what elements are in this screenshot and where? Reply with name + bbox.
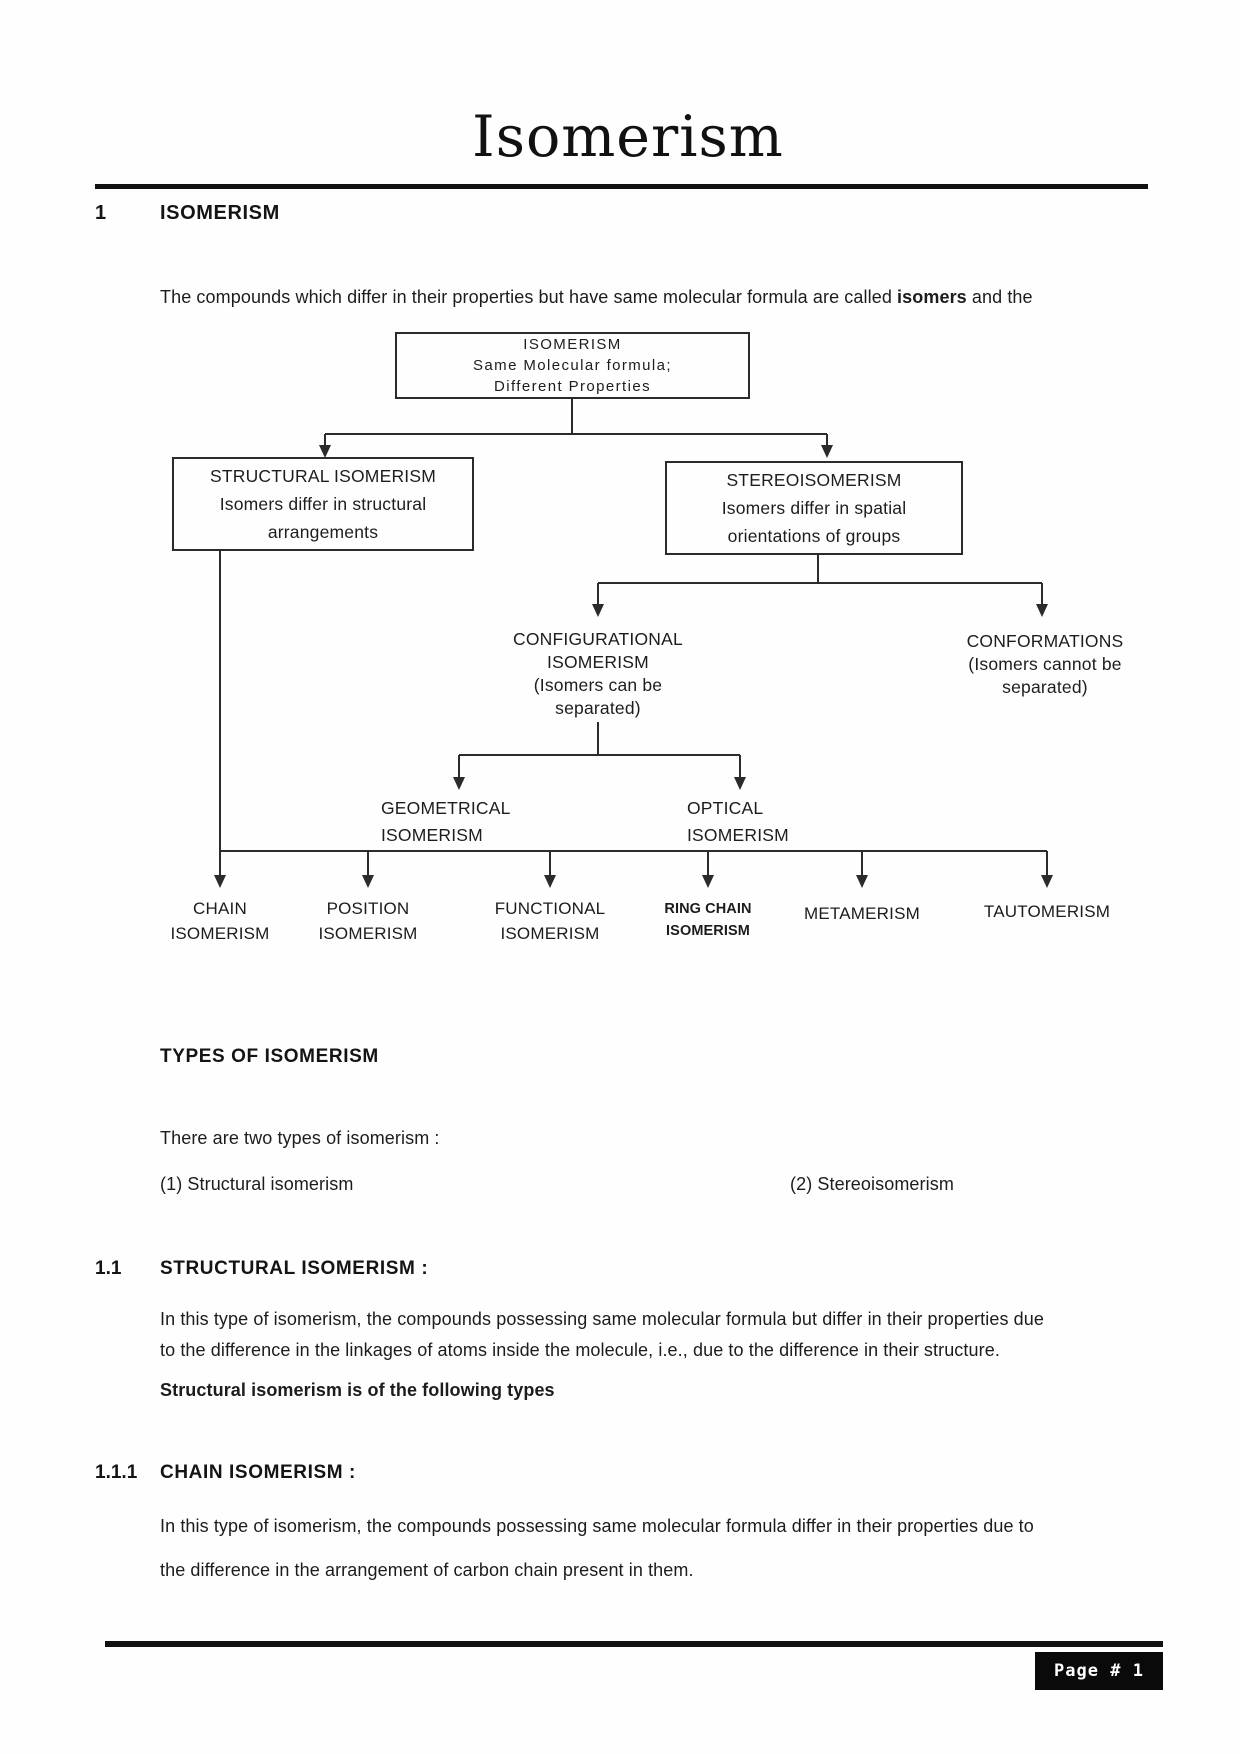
- flow-leaf-ring-chain: RING CHAIN ISOMERISM: [633, 898, 783, 942]
- flow-leaf-chain: CHAIN ISOMERISM: [145, 896, 295, 946]
- section-1-1-bold-note: Structural isomerism is of the following…: [160, 1380, 555, 1400]
- structural-line2: Isomers differ in structural: [219, 494, 427, 514]
- section-1-1-heading: STRUCTURAL ISOMERISM :: [160, 1258, 429, 1279]
- functional-line2: ISOMERISM: [500, 924, 600, 943]
- flow-leaf-tautomerism: TAUTOMERISM: [972, 899, 1122, 924]
- arrowhead-optical: [734, 777, 746, 790]
- section-1-1-1-para-line2: the difference in the arrangement of car…: [160, 1560, 694, 1580]
- stereo-line1: STEREOISOMERISM: [726, 470, 902, 490]
- conformations-line3: separated): [1002, 677, 1088, 697]
- section-1-1-1-heading: CHAIN ISOMERISM :: [160, 1462, 356, 1483]
- flow-box-isomerism-root: ISOMERISM Same Molecular formula; Differ…: [395, 332, 750, 399]
- stereo-line2: Isomers differ in spatial: [721, 498, 907, 518]
- types-item-stereo: (2) Stereoisomerism: [790, 1174, 954, 1194]
- section-1-1-para-line1: In this type of isomerism, the compounds…: [160, 1309, 1044, 1329]
- geometrical-line1: GEOMETRICAL: [381, 798, 511, 818]
- structural-line3: arrangements: [267, 522, 379, 542]
- arrowhead-functional: [544, 875, 556, 888]
- flow-label-geometrical: GEOMETRICAL ISOMERISM: [381, 795, 511, 849]
- root-line3: Different Properties: [494, 378, 651, 395]
- section-1-1-para-line2: to the difference in the linkages of ato…: [160, 1340, 1000, 1360]
- flow-label-conformations: CONFORMATIONS (Isomers cannot be separat…: [925, 630, 1165, 699]
- geometrical-line2: ISOMERISM: [381, 825, 483, 845]
- conformations-line1: CONFORMATIONS: [966, 631, 1124, 651]
- root-line2: Same Molecular formula;: [473, 357, 672, 374]
- header-rule: [95, 184, 1148, 189]
- metamerism-line1: METAMERISM: [804, 904, 920, 923]
- arrowhead-stereo: [821, 445, 833, 458]
- ringchain-line1: RING CHAIN: [664, 901, 752, 917]
- intro-paragraph: The compounds which differ in their prop…: [160, 287, 1033, 308]
- arrowhead-ringchain: [702, 875, 714, 888]
- structural-line1: STRUCTURAL ISOMERISM: [209, 466, 436, 486]
- footer-rule: [105, 1641, 1163, 1647]
- section-1-1-1-para-line1: In this type of isomerism, the compounds…: [160, 1516, 1034, 1536]
- arrowhead-conformations: [1036, 604, 1048, 617]
- position-line2: ISOMERISM: [318, 924, 418, 943]
- section-1-1-number: 1.1: [95, 1258, 122, 1279]
- conformations-line2: (Isomers cannot be: [968, 654, 1122, 674]
- types-intro: There are two types of isomerism :: [160, 1128, 440, 1148]
- arrowhead-chain: [214, 875, 226, 888]
- arrowhead-tautomerism: [1041, 875, 1053, 888]
- types-item-structural: (1) Structural isomerism: [160, 1174, 354, 1194]
- configurational-line3: (Isomers can be: [533, 675, 663, 695]
- intro-text-bold: isomers: [897, 287, 967, 307]
- optical-line1: OPTICAL: [687, 798, 764, 818]
- tautomerism-line1: TAUTOMERISM: [983, 902, 1111, 921]
- flow-box-structural-isomerism: STRUCTURAL ISOMERISM Isomers differ in s…: [172, 457, 474, 551]
- arrowhead-metamerism: [856, 875, 868, 888]
- ringchain-line2: ISOMERISM: [666, 923, 750, 939]
- flow-box-stereoisomerism: STEREOISOMERISM Isomers differ in spatia…: [665, 461, 963, 555]
- arrowhead-configurational: [592, 604, 604, 617]
- page-number-badge: Page # 1: [1035, 1652, 1163, 1690]
- flow-leaf-metamerism: METAMERISM: [787, 901, 937, 926]
- functional-line1: FUNCTIONAL: [494, 899, 606, 918]
- configurational-line4: separated): [555, 698, 641, 718]
- root-line1: ISOMERISM: [523, 336, 622, 353]
- page-title: Isomerism: [472, 104, 784, 170]
- arrowhead-position: [362, 875, 374, 888]
- flow-label-optical: OPTICAL ISOMERISM: [687, 795, 789, 849]
- section-1-heading: ISOMERISM: [160, 202, 280, 224]
- arrowhead-geometrical: [453, 777, 465, 790]
- flow-label-configurational: CONFIGURATIONAL ISOMERISM (Isomers can b…: [478, 628, 718, 720]
- flow-leaf-position: POSITION ISOMERISM: [293, 896, 443, 946]
- configurational-line1: CONFIGURATIONAL: [513, 629, 683, 649]
- types-heading: TYPES OF ISOMERISM: [160, 1046, 379, 1067]
- stereo-line3: orientations of groups: [727, 526, 901, 546]
- configurational-line2: ISOMERISM: [547, 652, 649, 672]
- section-1-number: 1: [95, 202, 107, 224]
- chain-line1: CHAIN: [193, 899, 247, 918]
- section-1-1-1-number: 1.1.1: [95, 1462, 138, 1483]
- intro-text-suffix: and the: [966, 287, 1033, 307]
- intro-text-prefix: The compounds which differ in their prop…: [160, 287, 898, 307]
- section-1-1-paragraph: In this type of isomerism, the compounds…: [160, 1304, 1044, 1366]
- chain-line2: ISOMERISM: [170, 924, 270, 943]
- flow-leaf-functional: FUNCTIONAL ISOMERISM: [475, 896, 625, 946]
- optical-line2: ISOMERISM: [687, 825, 789, 845]
- position-line1: POSITION: [326, 899, 410, 918]
